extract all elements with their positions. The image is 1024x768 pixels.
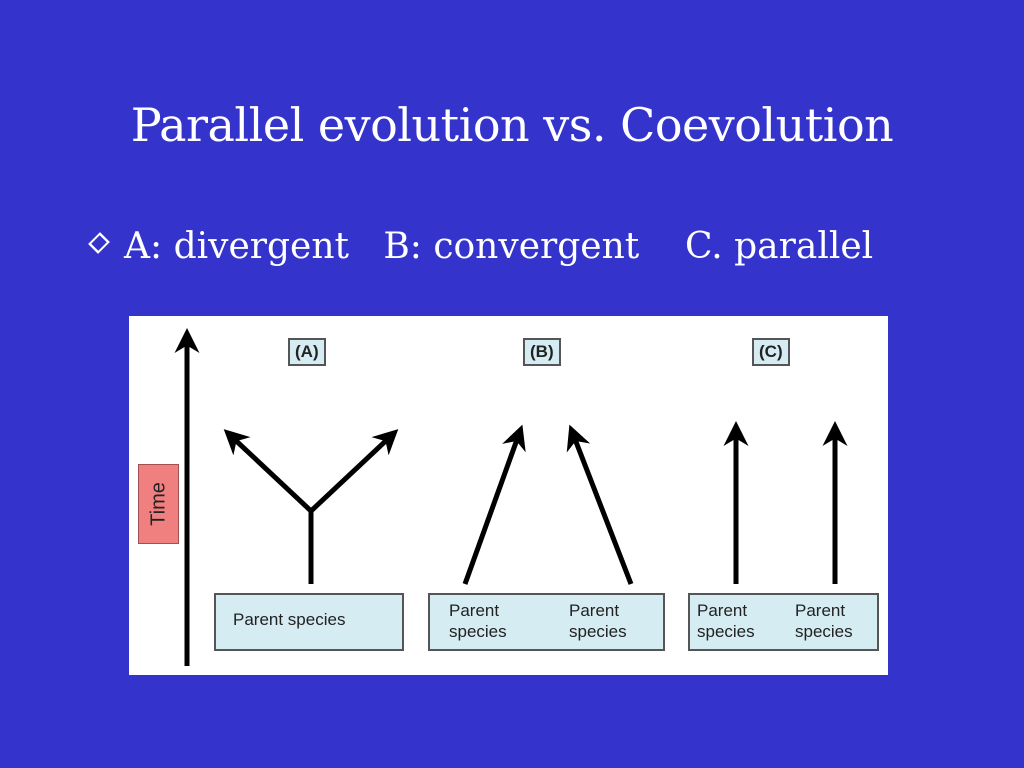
- panel-label-a: (A): [288, 338, 326, 366]
- diagram-arrows: [174, 328, 848, 666]
- panel-label-c: (C): [752, 338, 790, 366]
- parent-species-c2: Parent species: [795, 601, 853, 641]
- evolution-diagram: Time (A) (B) (C) Parent species Parent s…: [129, 316, 888, 675]
- parent-species-b2: Parent species: [569, 601, 627, 641]
- bullet-item: A: divergent B: convergent C. parallel: [88, 226, 873, 267]
- parent-species-c1: Parent species: [697, 601, 755, 641]
- slide-title: Parallel evolution vs. Coevolution: [130, 98, 894, 152]
- bullet-text: A: divergent B: convergent C. parallel: [124, 226, 874, 267]
- panel-label-b: (B): [523, 338, 561, 366]
- diamond-bullet-icon: [88, 232, 110, 254]
- parent-species-box-b: Parent species Parent species: [428, 593, 665, 651]
- parent-species-box-c: Parent species Parent species: [688, 593, 879, 651]
- parent-species-box-a: Parent species: [214, 593, 404, 651]
- convergent-left-arrow: [462, 424, 526, 585]
- divergent-left-arrow: [223, 429, 313, 513]
- divergent-right-arrow: [309, 429, 399, 513]
- time-axis-label: Time: [138, 464, 179, 544]
- convergent-right-arrow: [566, 424, 634, 585]
- parent-species-b1: Parent species: [449, 601, 507, 641]
